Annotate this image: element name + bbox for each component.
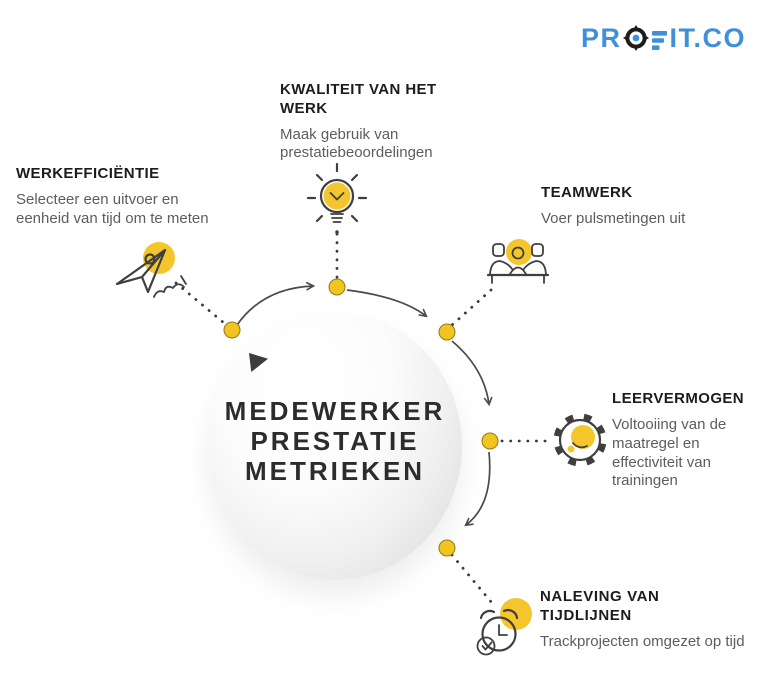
node-werkefficientie [223,321,241,339]
dotted-line-team-to-node [450,288,493,327]
arc-teamwerk-to-leervermogen [451,340,493,407]
section-kwaliteit-van-het-werk: KWALITEIT VAN HET WERK Maak gebruik van … [280,81,475,163]
dotted-line-rocket-to-node [174,281,226,325]
section-naleving-van-tijdlijnen: NALEVING VAN TIJDLIJNEN Trackprojecten o… [540,588,755,651]
node-teamwerk [438,323,456,341]
stylized-f-icon [652,30,668,50]
node-leervermogen [481,432,499,450]
node-kwaliteit [328,278,346,296]
section-description: Trackprojecten omgezet op tijd [540,632,745,650]
rocket-icon [115,242,187,298]
section-teamwerk: TEAMWERK Voer pulsmetingen uit [541,184,751,229]
section-title: NALEVING VAN TIJDLIJNEN [540,588,660,624]
section-title: LEERVERMOGEN [612,390,745,407]
section-title: KWALITEIT VAN HET WERK [280,81,437,117]
section-werkefficientie: WERKEFFICIËNTIE Selecteer een uitvoer en… [16,165,216,229]
section-title: TEAMWERK [541,184,633,201]
node-naleving [438,539,456,557]
central-title: MEDEWERKER PRESTATIE METRIEKEN [208,396,462,486]
section-leervermogen: LEERVERMOGEN Voltooiing van de maatregel… [612,390,757,491]
dotted-line-node-to-clock [450,553,494,605]
section-title: WERKEFFICIËNTIE [16,165,160,182]
target-logo-icon [623,25,650,51]
section-description: Selecteer een uitvoer en eenheid van tij… [16,190,209,227]
logo-text-suffix: IT.CO [669,22,746,53]
logo-text-prefix: PR [580,22,622,53]
arc-kwaliteit-to-teamwerk [346,289,428,318]
arc-leervermogen-to-naleving [464,451,491,527]
gear-icon [553,413,607,467]
team-meeting-icon [486,239,550,284]
central-title-line: PRESTATIE [250,426,420,456]
profit-co-logo[interactable]: PR IT.CO [581,24,746,52]
alarm-clock-icon [476,598,532,656]
central-title-line: MEDEWERKER [224,396,446,426]
section-description: Maak gebruik van prestatiebeoordelingen [280,125,433,162]
section-description: Voer pulsmetingen uit [541,209,686,227]
central-title-line: METRIEKEN [244,456,426,486]
section-description: Voltooiing van de maatregel en effectivi… [612,415,727,490]
lightbulb-icon [306,162,368,234]
